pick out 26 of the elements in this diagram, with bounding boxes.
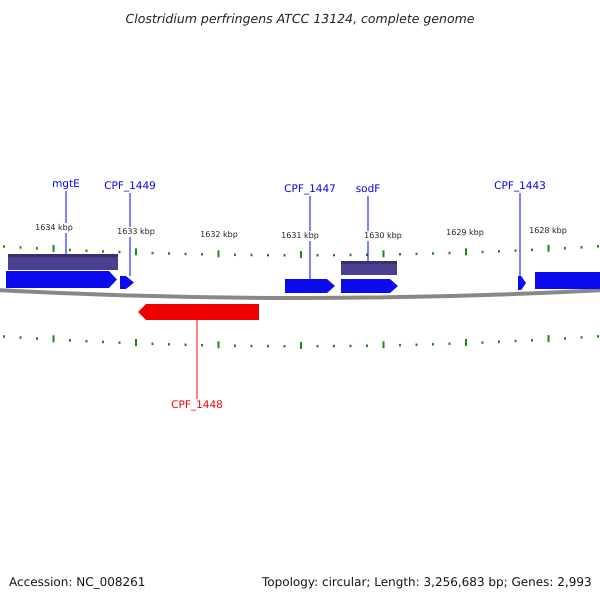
gene-label: CPF_1448 [171, 399, 223, 411]
feature-bar [8, 254, 118, 270]
footer-text: Accession: NC_008261 [9, 575, 146, 589]
gene-feature [518, 276, 526, 290]
gene-label: CPF_1447 [284, 183, 336, 195]
scale-label: 1631 kbp [281, 231, 319, 241]
scale-label: 1629 kbp [446, 228, 484, 238]
gene-feature [285, 279, 335, 293]
scale-label: 1633 kbp [117, 227, 155, 237]
gene-feature [6, 271, 117, 288]
scale-label: 1628 kbp [529, 226, 567, 236]
gene-feature [341, 279, 398, 293]
feature-bar [341, 261, 397, 275]
gene-label: CPF_1443 [494, 180, 546, 192]
gene-label: mgtE [52, 178, 80, 190]
footer-text: Topology: circular; Length: 3,256,683 bp; Genes: 2,993 [262, 575, 592, 589]
scale-label: 1634 kbp [35, 223, 73, 233]
leader-line [196, 320, 198, 400]
title: Clostridium perfringens ATCC 13124, complete genome [124, 11, 476, 26]
gene-feature [535, 272, 600, 289]
gene-label: CPF_1449 [104, 180, 156, 192]
gene-label: sodF [356, 183, 380, 195]
scale-label: 1632 kbp [200, 230, 238, 240]
gene-feature [120, 276, 134, 289]
gene-feature [138, 304, 259, 320]
scale-label: 1630 kbp [364, 231, 402, 241]
